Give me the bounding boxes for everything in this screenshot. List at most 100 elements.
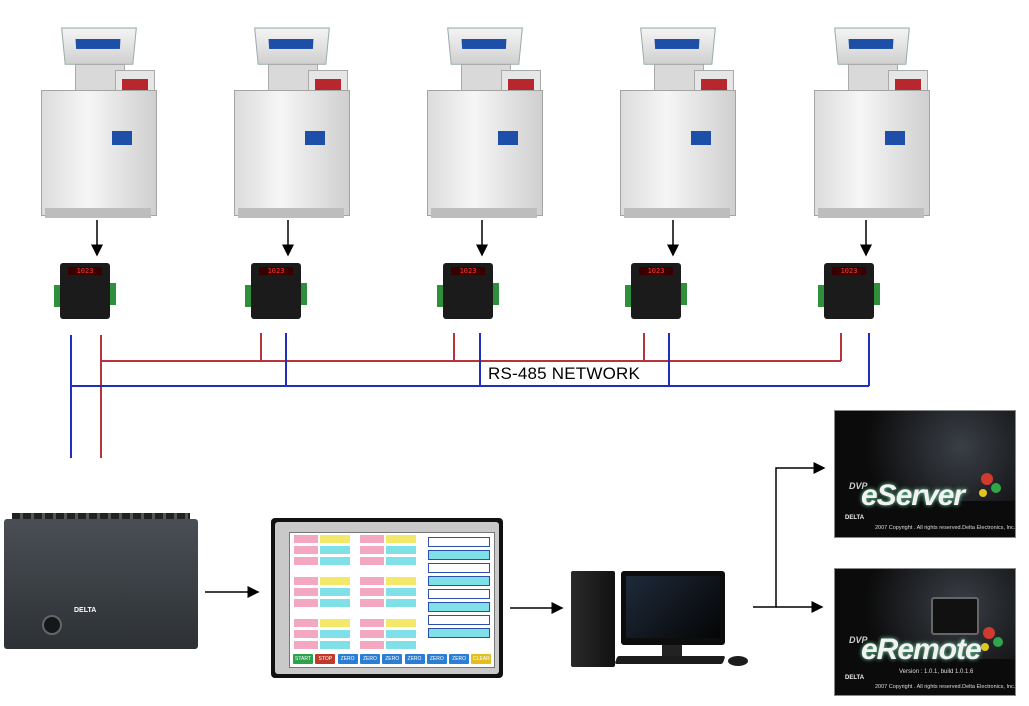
monitor-stand — [662, 645, 682, 657]
eserver-title: eServer — [861, 479, 965, 512]
hmi-button: STOP — [315, 654, 336, 664]
keyboard-icon — [614, 656, 726, 664]
load-cell-amplifier: 1023 — [625, 257, 687, 327]
hmi-field — [360, 630, 384, 638]
hmi-field — [294, 546, 318, 554]
hopper — [254, 27, 330, 65]
hopper — [834, 27, 910, 65]
amplifier-display: 1023 — [259, 267, 293, 275]
hmi-summary-field — [428, 615, 490, 625]
hmi-field — [320, 599, 350, 607]
hopper-label — [268, 39, 314, 49]
hmi-summary-field — [428, 576, 490, 586]
hopper-label — [654, 39, 700, 49]
hmi-button: ZERO — [359, 654, 380, 664]
hmi-field — [320, 630, 350, 638]
grinding-machine-4 — [614, 27, 740, 218]
load-cell-amplifier: 1023 — [245, 257, 307, 327]
machine-base — [431, 208, 537, 218]
eserver-copyright: 2007 Copyright . All rights reserved.Del… — [875, 525, 1016, 531]
hmi-field — [294, 588, 318, 596]
amplifier-display: 1023 — [832, 267, 866, 275]
eserver-splash: DVP eServer DELTA 2007 Copyright . All r… — [834, 410, 1016, 538]
hmi-button: START — [293, 654, 313, 664]
door-label — [691, 131, 711, 145]
amplifier-display: 1023 — [639, 267, 673, 275]
network-label: RS-485 NETWORK — [488, 364, 641, 383]
hmi-field — [386, 630, 416, 638]
hmi-field — [320, 557, 350, 565]
eremote-version: Version : 1.0.1, build 1.0.1.6 — [899, 669, 974, 675]
plc-switch-icon — [42, 615, 62, 635]
machine-body — [234, 90, 350, 216]
plc-controller: DELTA — [4, 513, 198, 651]
hopper — [61, 27, 137, 65]
load-cell-amplifier: 1023 — [437, 257, 499, 327]
hmi-field — [294, 535, 318, 543]
hmi-field — [386, 619, 416, 627]
hmi-field — [386, 588, 416, 596]
hmi-button: ZERO — [449, 654, 470, 664]
eremote-copyright: 2007 Copyright . All rights reserved.Del… — [875, 684, 1016, 690]
hopper-label — [75, 39, 121, 49]
pc-tower — [571, 571, 615, 667]
hmi-summary-field — [428, 537, 490, 547]
hopper-label — [461, 39, 507, 49]
grinding-machine-2 — [228, 27, 354, 218]
hmi-field — [320, 619, 350, 627]
hmi-field — [360, 546, 384, 554]
eserver-brand: DELTA — [845, 515, 865, 521]
door-label — [498, 131, 518, 145]
hmi-field — [294, 641, 318, 649]
hmi-field — [294, 630, 318, 638]
mouse-icon — [728, 656, 748, 666]
hmi-button: ZERO — [426, 654, 447, 664]
load-cell-amplifier: 1023 — [818, 257, 880, 327]
hmi-field — [360, 535, 384, 543]
pc-monitor — [621, 571, 725, 645]
hmi-field — [360, 577, 384, 585]
hmi-field — [386, 641, 416, 649]
hmi-button: ZERO — [404, 654, 425, 664]
machine-base — [238, 208, 344, 218]
red-orb-icon — [981, 473, 993, 485]
monitor-screen — [626, 576, 720, 638]
door-label — [112, 131, 132, 145]
pc-to-eserver-arrow — [753, 462, 826, 608]
hmi-field — [294, 619, 318, 627]
grinding-machine-1 — [35, 27, 161, 218]
hmi-field — [320, 588, 350, 596]
hmi-field — [320, 641, 350, 649]
eremote-brand: DELTA — [845, 675, 865, 681]
hmi-field — [320, 546, 350, 554]
hopper-label — [848, 39, 894, 49]
hmi-field — [386, 557, 416, 565]
hmi-field — [386, 577, 416, 585]
hmi-field — [360, 588, 384, 596]
hopper — [640, 27, 716, 65]
eserver-prefix: DVP — [849, 481, 868, 491]
door-label — [305, 131, 325, 145]
plc-brand-label: DELTA — [74, 607, 97, 614]
door-label — [885, 131, 905, 145]
machine-base — [45, 208, 151, 218]
hmi-field — [386, 546, 416, 554]
eremote-title: eRemote — [861, 633, 982, 666]
eserver-graphic — [835, 411, 1015, 501]
hmi-field — [294, 557, 318, 565]
hmi-field — [386, 535, 416, 543]
hmi-summary-field — [428, 628, 490, 638]
green-orb-icon — [993, 637, 1003, 647]
hmi-summary-field — [428, 589, 490, 599]
machine-body — [814, 90, 930, 216]
machine-body — [427, 90, 543, 216]
amplifier-display: 1023 — [451, 267, 485, 275]
hmi-button: ZERO — [382, 654, 403, 664]
machine-body — [620, 90, 736, 216]
eremote-splash: DVP eRemote Version : 1.0.1, build 1.0.1… — [834, 568, 1016, 696]
hmi-field — [360, 599, 384, 607]
hmi-field — [320, 577, 350, 585]
